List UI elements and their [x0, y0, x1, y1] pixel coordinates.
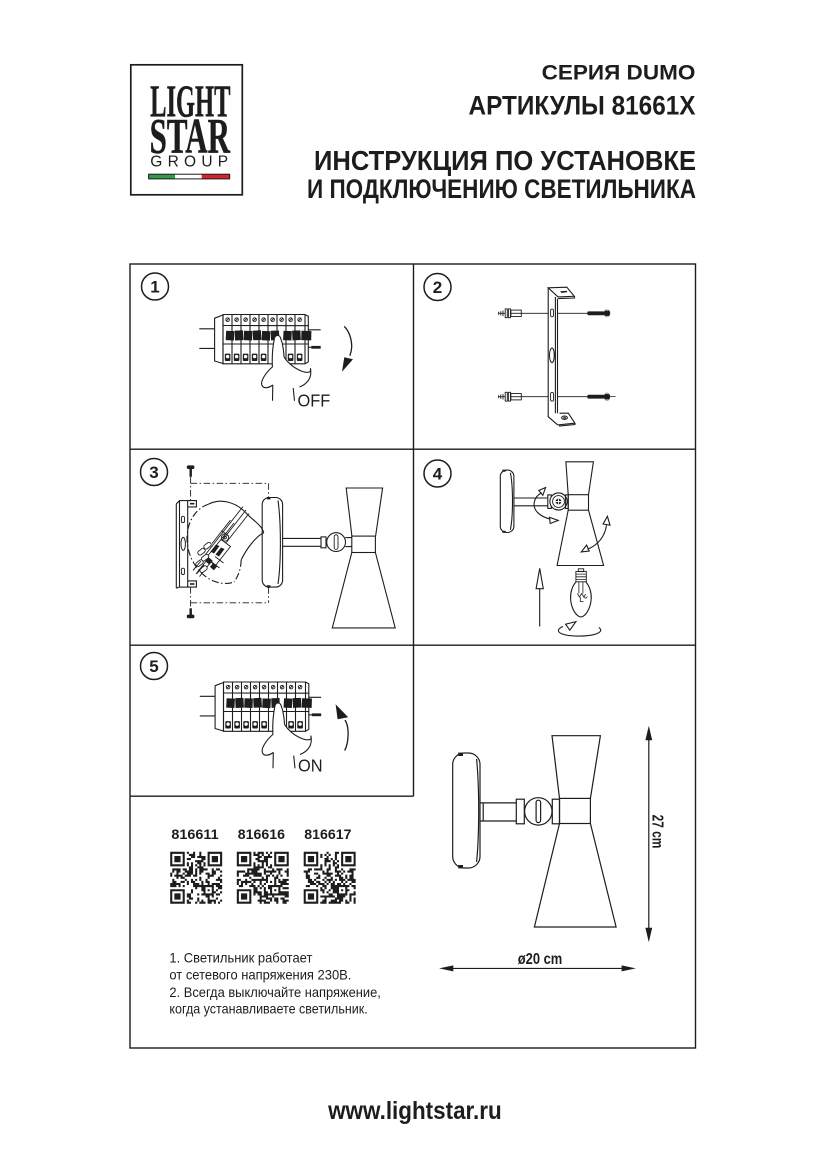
svg-text:И ПОДКЛЮЧЕНИЮ СВЕТИЛЬНИКА: И ПОДКЛЮЧЕНИЮ СВЕТИЛЬНИКА: [307, 173, 696, 204]
svg-text:5: 5: [149, 657, 158, 676]
svg-text:www.lightstar.ru: www.lightstar.ru: [327, 1097, 501, 1125]
svg-text:GROUP: GROUP: [150, 153, 228, 170]
svg-text:816616: 816616: [238, 827, 286, 842]
svg-text:1. Светильник работает: 1. Светильник работает: [169, 949, 313, 965]
svg-text:4: 4: [433, 465, 443, 484]
svg-text:3: 3: [149, 463, 158, 482]
svg-text:2: 2: [433, 278, 442, 297]
svg-text:OFF: OFF: [298, 390, 331, 410]
svg-text:2. Всегда выключайте напряжени: 2. Всегда выключайте напряжение,: [169, 984, 381, 1000]
svg-text:816611: 816611: [171, 827, 219, 842]
svg-text:когда устанавливаете светильни: когда устанавливаете светильник.: [169, 1001, 367, 1017]
svg-text:ИНСТРУКЦИЯ ПО УСТАНОВКЕ: ИНСТРУКЦИЯ ПО УСТАНОВКЕ: [314, 145, 696, 176]
svg-text:STAR: STAR: [150, 108, 231, 164]
svg-text:АРТИКУЛЫ 81661X: АРТИКУЛЫ 81661X: [469, 91, 696, 121]
svg-text:LIGHT: LIGHT: [150, 76, 230, 126]
svg-text:ON: ON: [298, 756, 323, 776]
svg-text:816617: 816617: [304, 827, 351, 842]
svg-text:СЕРИЯ DUMO: СЕРИЯ DUMO: [542, 60, 696, 84]
svg-text:1: 1: [150, 278, 159, 297]
svg-text:ø20 cm: ø20 cm: [518, 951, 563, 968]
svg-text:27 cm: 27 cm: [649, 815, 666, 849]
svg-text:от сетевого напряжения 230В.: от сетевого напряжения 230В.: [169, 967, 351, 983]
